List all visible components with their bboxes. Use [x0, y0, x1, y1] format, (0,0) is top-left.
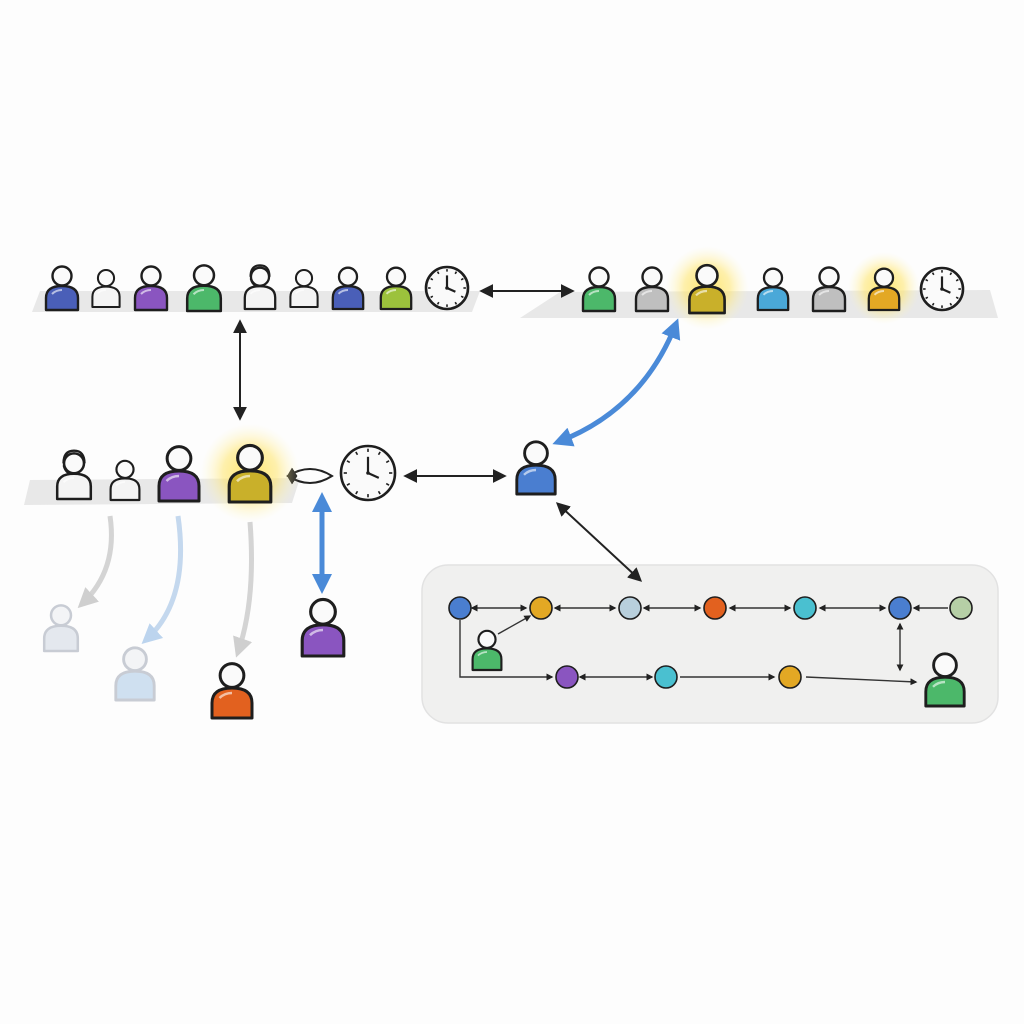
network-node	[778, 665, 802, 689]
clocks	[339, 265, 965, 502]
network-node	[949, 596, 973, 620]
network-end-person	[924, 652, 966, 708]
clock-icon-top-right	[919, 266, 965, 312]
queue-top-left-person	[289, 269, 319, 309]
dispatch-arrows	[77, 515, 254, 658]
queue-middle-left-person	[157, 445, 201, 503]
network-node	[448, 596, 472, 620]
network-nodes	[448, 596, 973, 689]
queue-top-left-person	[44, 265, 80, 312]
dispatched-person	[210, 662, 254, 720]
clock-icon-top-left	[424, 265, 470, 311]
queue-top-right-person	[867, 267, 901, 312]
network-node	[793, 596, 817, 620]
people	[42, 263, 966, 720]
queue-top-right-person	[581, 266, 617, 313]
dispatched-person	[300, 597, 346, 658]
net-link	[459, 620, 554, 681]
dispatch-arrow-2	[141, 515, 183, 645]
arrow-highlight-to-clock	[286, 467, 334, 485]
connector-arrows	[233, 284, 643, 582]
dispatched-person	[42, 604, 80, 653]
queue-top-left-person	[91, 269, 121, 309]
queue-top-left-person	[379, 266, 413, 311]
queue-top-right-person	[811, 266, 847, 313]
queue-top-right-person	[688, 263, 726, 315]
network-node	[555, 665, 579, 689]
queue-top-left-person	[331, 266, 365, 311]
network-node	[654, 665, 678, 689]
arrow-blue-curved	[552, 318, 681, 447]
dispatch-arrow-3	[233, 521, 254, 658]
arrow-hub-to-network	[555, 502, 643, 582]
queue-top-right-person	[634, 266, 670, 313]
net-link	[805, 676, 918, 686]
queue-middle-left-person	[227, 443, 273, 504]
net-link	[497, 615, 532, 635]
queue-top-left-person	[185, 264, 223, 313]
queue-top-left-person	[243, 264, 277, 311]
network-node	[703, 596, 727, 620]
queue-top-right-person	[756, 267, 790, 312]
queue-top-left-person	[133, 265, 169, 312]
queue-middle-left-person	[109, 459, 141, 502]
hub-person	[515, 440, 557, 496]
network-start-person	[471, 629, 503, 672]
clock-icon-middle	[339, 444, 397, 502]
dispatch-arrow-1	[77, 515, 114, 609]
network-node	[529, 596, 553, 620]
dispatched-person	[114, 646, 156, 702]
network-node	[888, 596, 912, 620]
network-links	[459, 604, 948, 686]
network-panel	[421, 564, 999, 724]
network-node	[618, 596, 642, 620]
queue-middle-left-person	[55, 449, 93, 501]
